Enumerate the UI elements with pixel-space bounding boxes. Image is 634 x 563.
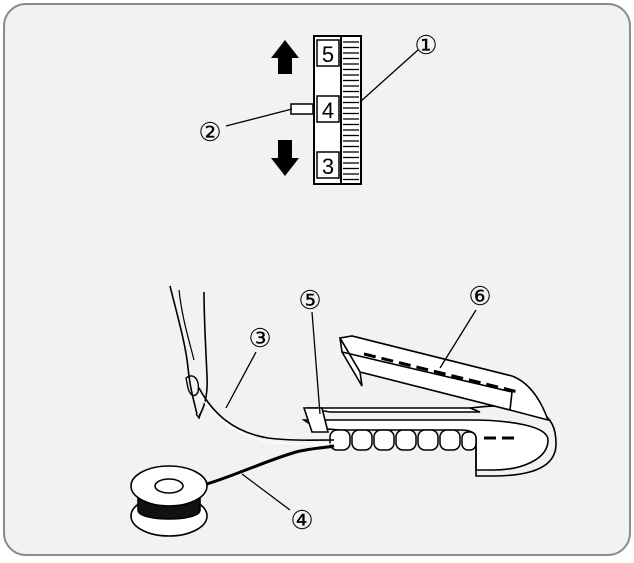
callout-6: ⑥ [439, 281, 492, 369]
callout-4: ④ [241, 473, 314, 535]
callout-label-4: ④ [290, 505, 313, 535]
figure-panel [3, 3, 631, 556]
dial-number-box-5 [316, 39, 340, 67]
dial-number-3: 3 [322, 154, 334, 179]
stitch-loops [329, 429, 477, 451]
needle [169, 285, 208, 420]
fabric-layers [301, 335, 557, 477]
dial-scale-ticks [343, 41, 359, 181]
bobbin-thread [199, 444, 335, 488]
callout-label-5: ⑤ [298, 285, 321, 315]
dial-number-box-4 [316, 95, 340, 123]
arrow-up-icon [271, 40, 299, 74]
bobbin [130, 465, 208, 537]
callout-label-2: ② [198, 117, 221, 147]
dial-number-5: 5 [322, 42, 334, 67]
callout-2: ② [198, 108, 293, 147]
callout-label-1: ① [414, 30, 437, 60]
stitch-line-top [363, 352, 519, 394]
upper-thread [198, 387, 335, 441]
callout-1: ① [359, 30, 438, 103]
callout-5: ⑤ [298, 285, 322, 415]
stitch-length-dial: 5 4 3 [290, 35, 362, 185]
upper-thread-inner [198, 393, 335, 445]
arrow-down-icon [271, 140, 299, 176]
callout-3: ③ [225, 323, 272, 409]
dial-number-4: 4 [322, 98, 334, 123]
dial-number-box-3 [316, 151, 340, 179]
callout-label-6: ⑥ [468, 281, 491, 311]
setting-mark [290, 103, 314, 115]
callout-label-3: ③ [248, 323, 271, 353]
